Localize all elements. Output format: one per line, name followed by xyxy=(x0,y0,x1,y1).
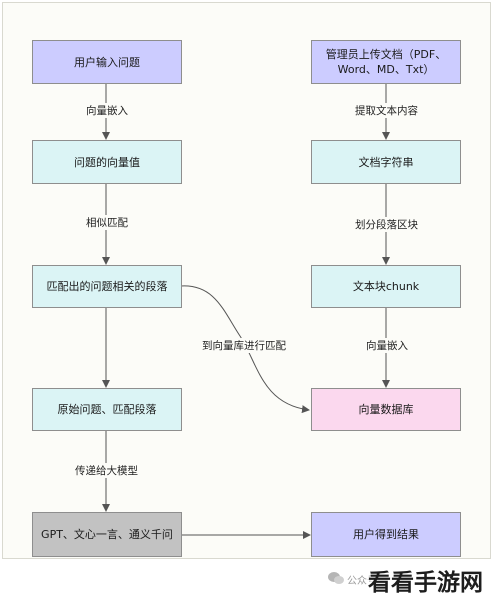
node-user-result: 用户得到结果 xyxy=(311,512,461,557)
node-question-vector: 问题的向量值 xyxy=(32,140,182,184)
node-vector-db-label: 向量数据库 xyxy=(358,403,414,416)
edge-label-extract-text: 提取文本内容 xyxy=(353,103,420,118)
node-admin-upload: 管理员上传文档（PDF、Word、MD、Txt） xyxy=(311,40,461,84)
node-matched-paragraphs-label: 匹配出的问题相关的段落 xyxy=(46,280,168,293)
node-original-question-label: 原始问题、匹配段落 xyxy=(57,403,157,416)
source-text: 公众号 xyxy=(347,576,377,587)
wechat-icon xyxy=(328,572,344,584)
edge-label-vector-embed-right: 向量嵌入 xyxy=(364,338,410,353)
node-question-vector-label: 问题的向量值 xyxy=(74,155,140,169)
node-llm: GPT、文心一言、通义千问 xyxy=(32,512,182,557)
node-doc-string: 文档字符串 xyxy=(311,140,461,184)
node-doc-string-label: 文档字符串 xyxy=(358,155,414,169)
edge-label-match-db: 到向量库进行匹配 xyxy=(200,338,288,353)
edge-label-split-blocks: 划分段落区块 xyxy=(353,217,420,232)
node-text-chunk-label: 文本块chunk xyxy=(352,280,420,293)
watermark-text: 看看手游网 xyxy=(368,570,483,596)
node-user-question: 用户输入问题 xyxy=(32,40,182,84)
node-admin-upload-label: 管理员上传文档（PDF、Word、MD、Txt） xyxy=(325,48,447,76)
node-original-question: 原始问题、匹配段落 xyxy=(32,388,182,431)
edge-label-pass-to-model: 传递给大模型 xyxy=(73,463,140,478)
node-llm-label: GPT、文心一言、通义千问 xyxy=(41,528,173,541)
node-matched-paragraphs: 匹配出的问题相关的段落 xyxy=(32,265,182,308)
node-user-result-label: 用户得到结果 xyxy=(353,528,419,541)
edge-matched-to-db xyxy=(180,285,310,414)
edge-label-vector-embed-left: 向量嵌入 xyxy=(84,103,130,118)
node-text-chunk: 文本块chunk xyxy=(311,265,461,308)
node-vector-db: 向量数据库 xyxy=(311,388,461,431)
footer-strip xyxy=(0,559,495,600)
node-user-question-label: 用户输入问题 xyxy=(74,55,140,69)
edge-label-similarity-match: 相似匹配 xyxy=(84,215,130,230)
